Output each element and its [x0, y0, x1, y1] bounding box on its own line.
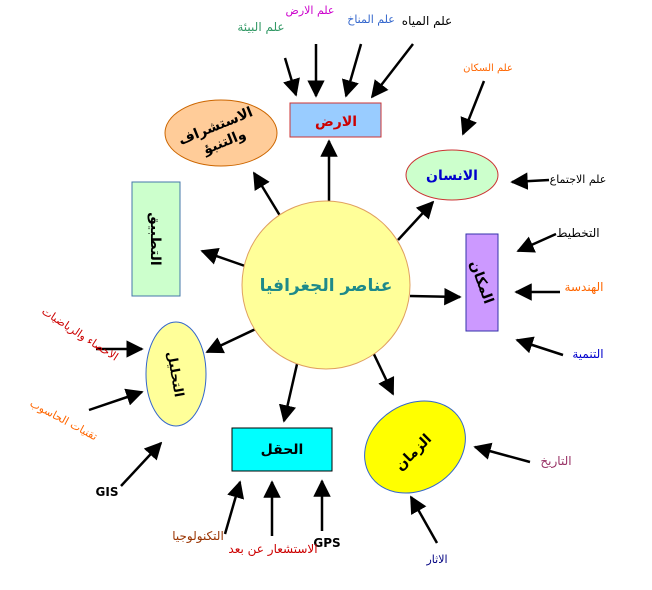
label-gps: GPS [313, 536, 340, 550]
human-ellipse [405, 149, 499, 201]
center-circle [241, 200, 411, 370]
label-water-science: علم المياه [402, 14, 452, 28]
label-sociology: علم الاجتماع [550, 173, 607, 186]
node-human: الانسان [405, 149, 499, 201]
node-foresight: الاستشراف والتنبؤ [164, 99, 278, 167]
earth-label: الارض [315, 114, 357, 130]
arrow-technology [223, 480, 245, 535]
node-place: المكان [465, 233, 499, 332]
label-history: التاريخ [540, 454, 571, 469]
field-box [231, 427, 333, 472]
arrow-population-science [460, 80, 486, 136]
label-earth-science: علم الارض [286, 4, 335, 17]
human-label: الانسان [426, 168, 478, 184]
label-statistics-math: الاحصاء والرياضيات [39, 305, 120, 364]
foresight-ellipse [164, 99, 278, 167]
center-label: عناصر الجغرافيا [260, 276, 393, 296]
arrow-center-to-place [409, 287, 462, 306]
time-ellipse [364, 400, 466, 494]
label-planning: التخطيط [556, 226, 599, 240]
node-analysis: التحليل [145, 321, 207, 427]
label-remote-sensing: الاستشعار عن بعد [228, 542, 317, 557]
node-field: الحقل [231, 427, 333, 472]
label-computer-techniques: تقنيات الحاسوب [28, 397, 100, 443]
node-earth: الارض [289, 102, 382, 138]
arrow-center-to-applied [200, 247, 246, 268]
label-development: التنمية [572, 347, 603, 361]
place-box [465, 233, 499, 332]
field-label: الحقل [261, 442, 304, 458]
arrow-computer-techniques [88, 388, 144, 412]
arrow-center-to-foresight [252, 171, 284, 220]
analysis-ellipse [145, 321, 207, 427]
arrow-archaeology [409, 495, 439, 544]
arrow-sociology [510, 172, 550, 190]
label-technology: التكنولوجيا [172, 529, 224, 544]
arrow-environment-science [283, 57, 300, 97]
node-time: الزمان [364, 400, 466, 494]
earth-box [289, 102, 382, 138]
label-archaeology: الاثار [425, 553, 447, 566]
node-applied: التطبيق [131, 181, 181, 297]
arrow-history [473, 442, 531, 464]
arrow-center-to-human [397, 200, 435, 241]
applied-label: التطبيق [147, 212, 163, 265]
label-gis: GIS [96, 485, 119, 499]
center-node: عناصر الجغرافيا [241, 200, 411, 370]
label-climate-science: علم المناخ [347, 13, 395, 26]
arrow-development [515, 336, 564, 357]
arrow-center-to-analysis [205, 324, 263, 354]
arrow-gis [120, 441, 163, 487]
arrow-water-science [370, 43, 414, 99]
applied-box [131, 181, 181, 297]
label-population-science: علم السكان [463, 63, 513, 74]
arrow-planning [516, 232, 557, 253]
label-arrows [88, 43, 564, 544]
arrow-climate-science [341, 43, 363, 98]
label-engineering: الهندسة [565, 280, 604, 294]
label-environment-science: علم البيئة [237, 20, 284, 34]
